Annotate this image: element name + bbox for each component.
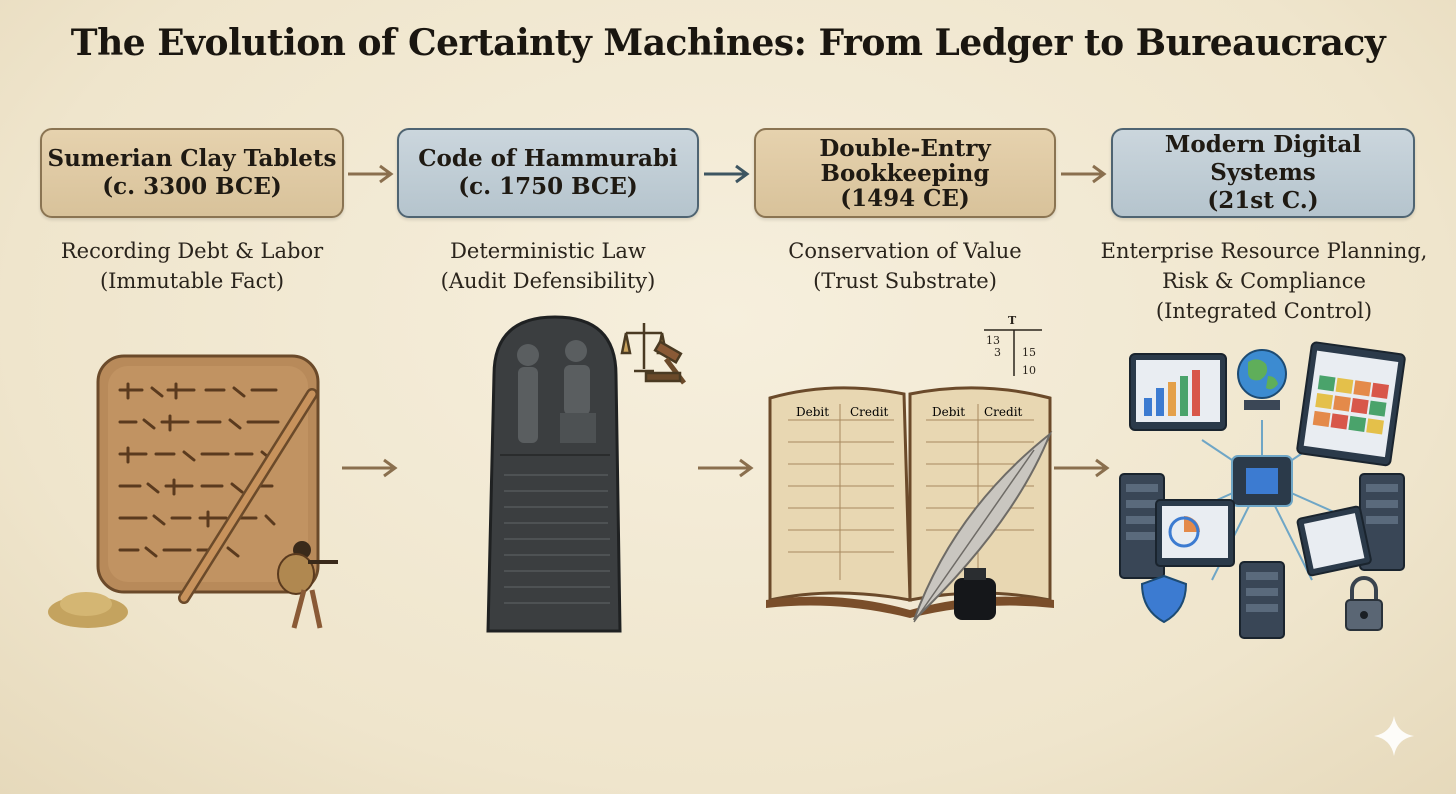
server-icon	[1239, 561, 1285, 639]
stage-box-sumerian: Sumerian Clay Tablets (c. 3300 BCE)	[40, 128, 344, 218]
padlock-icon	[1350, 576, 1378, 602]
shield-icon	[1140, 574, 1188, 624]
svg-text:T: T	[1008, 314, 1017, 327]
ledger-debit-label: Debit	[932, 405, 965, 419]
svg-text:3: 3	[994, 346, 1001, 359]
arrow-right-icon	[1054, 458, 1110, 478]
clay-tablet-illustration	[48, 354, 338, 629]
svg-text:10: 10	[1022, 364, 1036, 377]
stage-name: Double-Entry	[819, 134, 991, 162]
stage-date: (c. 3300 BCE)	[102, 173, 282, 200]
stage-description: Conservation of Value (Trust Substrate)	[788, 239, 1022, 293]
page-title: The Evolution of Certainty Machines: Fro…	[70, 22, 1386, 64]
stage-description: Deterministic Law (Audit Defensibility)	[440, 239, 656, 293]
stage-date: (c. 1750 BCE)	[458, 173, 638, 200]
stage-name-line2: Bookkeeping	[820, 159, 990, 187]
t-account: T 13 3 15 10	[984, 314, 1042, 377]
stage-box-hammurabi: Code of Hammurabi (c. 1750 BCE)	[397, 128, 699, 218]
arrow-right-icon	[704, 164, 750, 184]
svg-text:15: 15	[1022, 346, 1036, 359]
stage-description: Recording Debt & Labor (Immutable Fact)	[60, 239, 324, 293]
arrow-right-icon	[698, 458, 754, 478]
sparkle-icon	[1374, 716, 1414, 756]
stage-name: Modern Digital Systems	[1164, 131, 1362, 186]
stage-name: Code of Hammurabi	[418, 145, 678, 172]
ledger-credit-label: Credit	[850, 405, 889, 419]
stage-box-double-entry: Double-Entry Bookkeeping (1494 CE)	[754, 128, 1056, 218]
ledger-book-illustration: T 13 3 15 10 Debit Credit Debit Credit	[766, 314, 1054, 623]
stage-description: Enterprise Resource Planning, Risk & Com…	[1100, 239, 1428, 323]
arrow-right-icon	[1061, 164, 1107, 184]
digital-systems-illustration	[1119, 341, 1406, 639]
stage-date: (21st C.)	[1207, 187, 1319, 214]
ledger-credit-label: Credit	[984, 405, 1023, 419]
stage-box-modern-digital: Modern Digital Systems (21st C.)	[1111, 128, 1415, 218]
inkwell-icon	[954, 578, 996, 620]
hammurabi-stele-illustration	[486, 315, 686, 633]
arrow-right-icon	[342, 458, 398, 478]
svg-text:13: 13	[986, 334, 1000, 347]
arrow-right-icon	[348, 164, 394, 184]
stage-date: (1494 CE)	[840, 184, 970, 212]
ledger-debit-label: Debit	[796, 405, 829, 419]
stage-name: Sumerian Clay Tablets	[47, 145, 337, 172]
